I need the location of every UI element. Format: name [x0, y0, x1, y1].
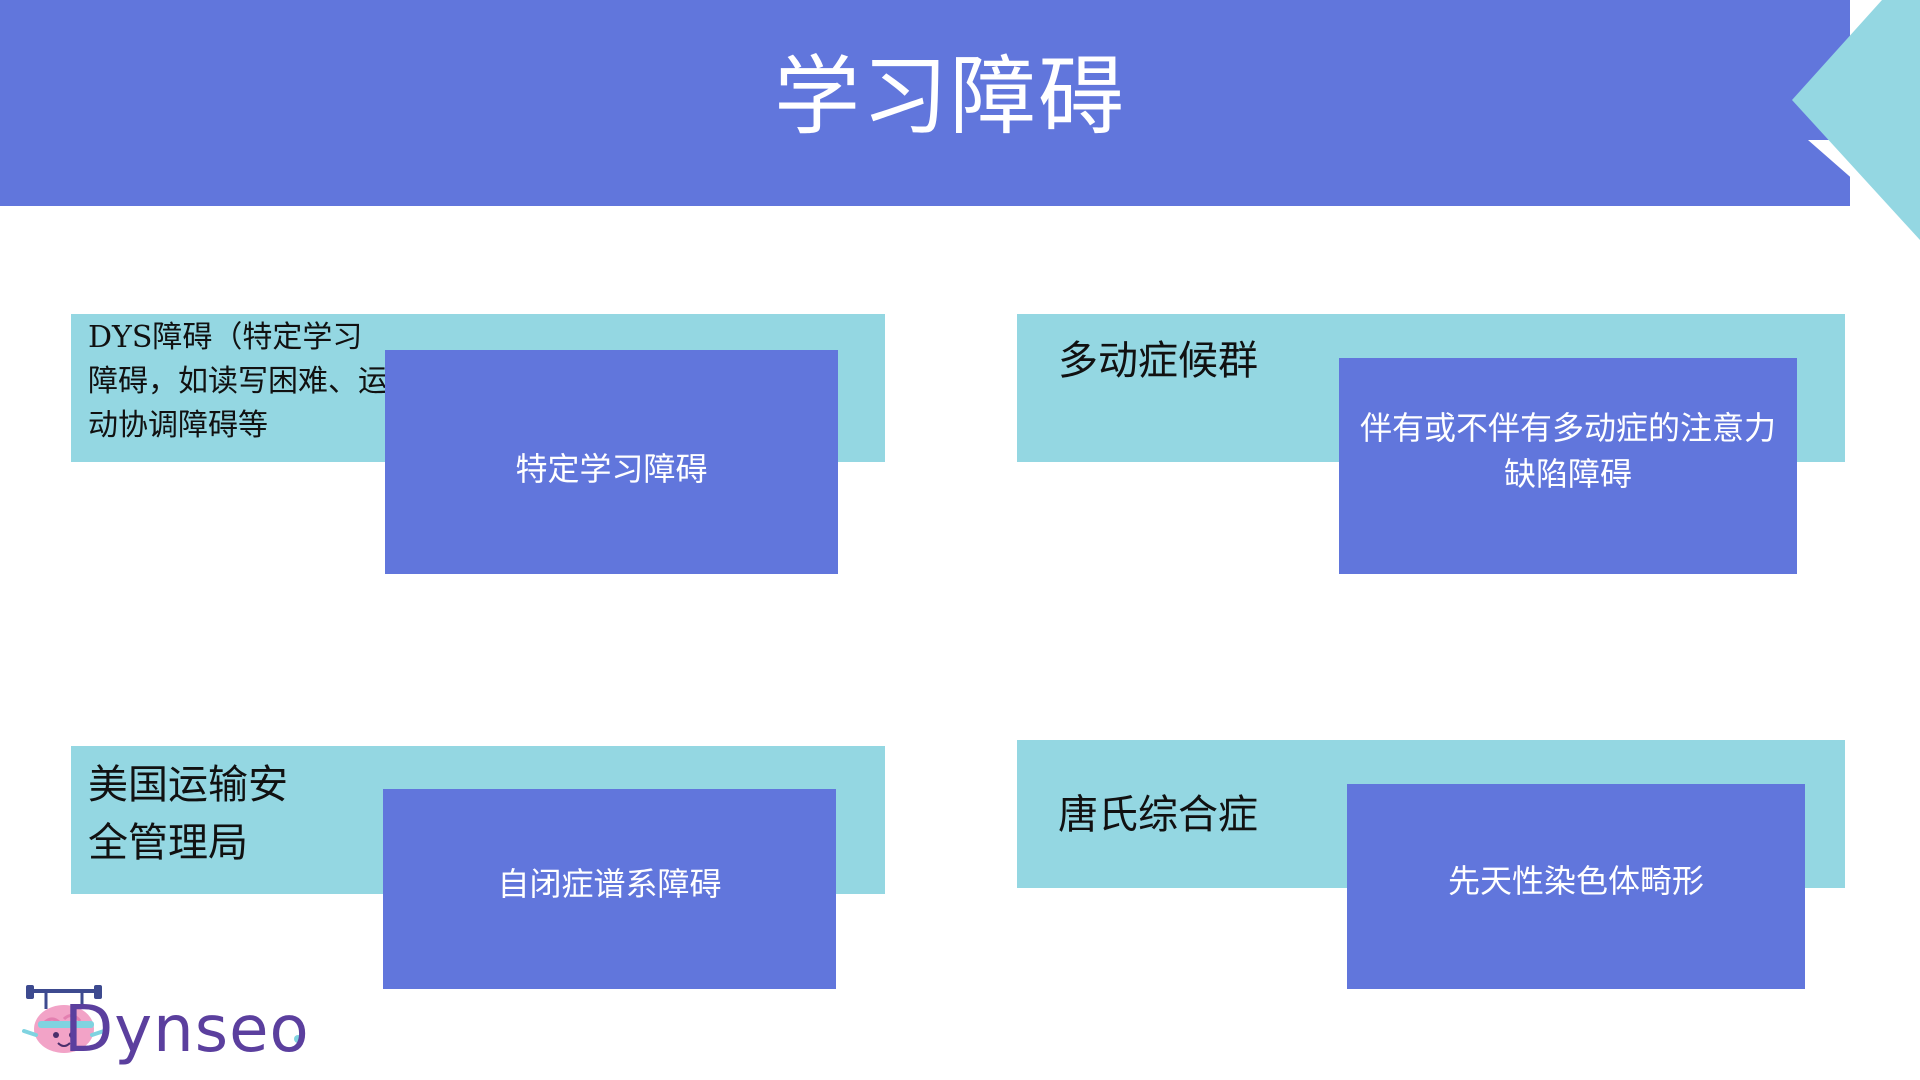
item-card-4: 先天性染色体畸形 [1347, 784, 1805, 989]
item-label-2: 多动症候群 [1058, 338, 1258, 384]
brain-mascot-icon [22, 985, 302, 1053]
item-card-text-2: 伴有或不伴有多动症的注意力缺陷障碍 [1359, 409, 1776, 493]
item-card-text-1: 特定学习障碍 [515, 450, 708, 488]
page-title: 学习障碍 [774, 47, 1126, 147]
item-card-text-4: 先天性染色体畸形 [1447, 861, 1704, 900]
item-label-1: DYS障碍（特定学习障碍，如读写困难、运动协调障碍等 [88, 320, 388, 443]
header-banner [0, 0, 1850, 206]
item-card-2: 伴有或不伴有多动症的注意力缺陷障碍 [1339, 358, 1797, 574]
item-card-3: 自闭症谱系障碍 [383, 789, 836, 989]
item-label-3: 美国运输安全管理局 [88, 762, 288, 866]
item-label-4: 唐氏综合症 [1058, 792, 1258, 838]
item-card-1: 特定学习障碍 [385, 350, 838, 574]
dynseo-logo: Dynseo [64, 993, 310, 1067]
item-card-text-3: 自闭症谱系障碍 [497, 865, 722, 903]
